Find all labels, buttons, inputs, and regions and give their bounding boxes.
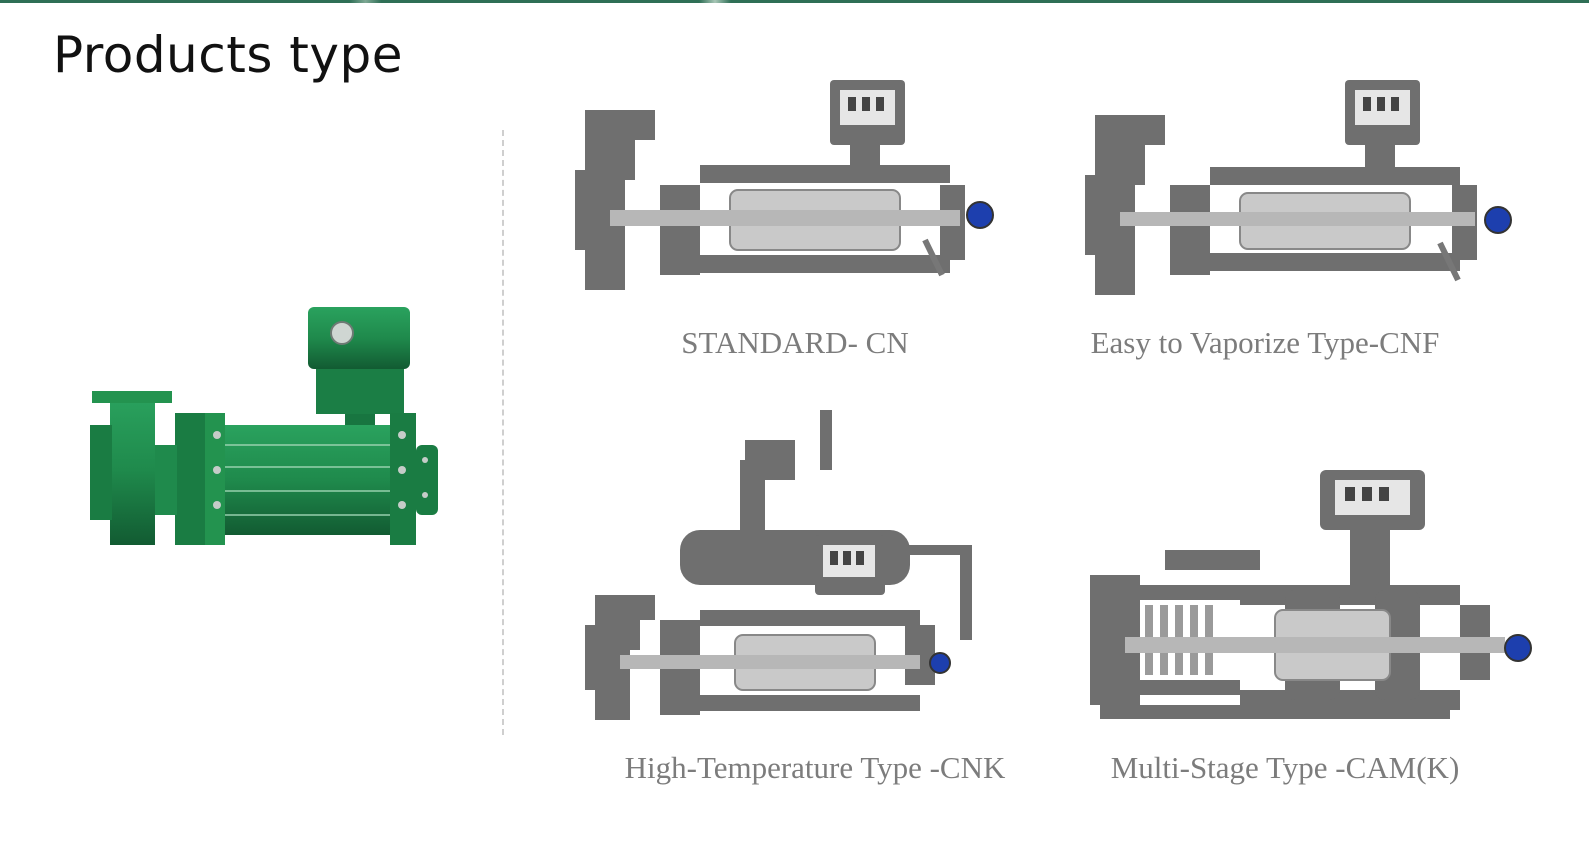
product-card-camk[interactable]: Multi-Stage Type -CAM(K) <box>1080 465 1540 795</box>
caption-camk: Multi-Stage Type -CAM(K) <box>1110 750 1460 785</box>
cross-section-cnk-drawing <box>585 410 972 720</box>
pressure-gauge-icon <box>1504 634 1532 662</box>
pressure-gauge-icon <box>929 652 951 674</box>
cross-section-camk-drawing <box>1090 470 1532 719</box>
product-card-cnk[interactable]: High-Temperature Type -CNK <box>585 405 1025 795</box>
vertical-divider <box>502 130 504 735</box>
top-accent-rule <box>0 0 1589 3</box>
product-card-cnf[interactable]: Easy to Vaporize Type-CNF <box>1080 75 1520 365</box>
cross-section-cnf-drawing <box>1085 80 1512 295</box>
product-card-cn[interactable]: STANDARD- CN <box>570 75 1010 365</box>
green-pump-photo <box>90 307 438 545</box>
caption-cnf: Easy to Vaporize Type-CNF <box>1090 325 1440 360</box>
cross-section-cn-drawing <box>575 80 994 290</box>
page-title: Products type <box>53 26 403 84</box>
pressure-gauge-icon <box>966 201 994 229</box>
caption-cnk: High-Temperature Type -CNK <box>624 750 1006 785</box>
caption-cn: STANDARD- CN <box>681 325 909 360</box>
pressure-gauge-icon <box>1484 206 1512 234</box>
